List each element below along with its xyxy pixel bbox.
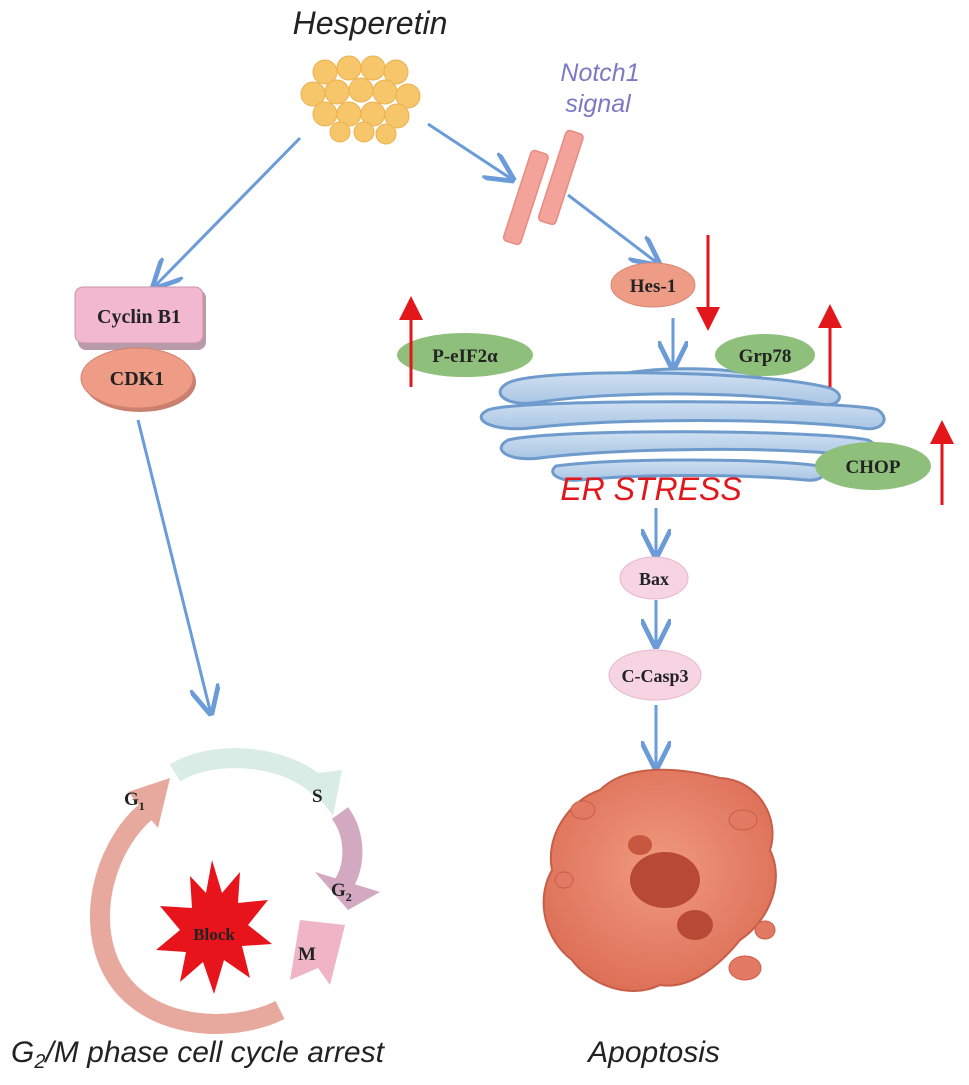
arrow-cdk1-to-cell-cycle	[136, 419, 210, 710]
notch-receptor-icon	[502, 129, 584, 246]
hesperetin-label: Hesperetin	[293, 5, 448, 41]
arrow-hesperetin-to-cyclin	[156, 136, 302, 285]
cell-cycle-diagram: Block G1 S G2 M	[89, 748, 380, 1034]
grp78-label: Grp78	[739, 346, 792, 367]
chop-node: CHOP	[815, 442, 931, 490]
ccasp3-node: C-Casp3	[608, 649, 702, 701]
block-label: Block	[193, 925, 235, 944]
m-label: M	[298, 944, 316, 965]
apoptosis-label: Apoptosis	[586, 1036, 720, 1069]
cdk1-oval	[80, 347, 194, 409]
notch1-label: Notch1	[560, 59, 639, 87]
chop-label: CHOP	[846, 457, 901, 478]
ccasp3-label: C-Casp3	[621, 666, 688, 686]
er-stress-label: ER STRESS	[560, 471, 741, 507]
s-label: S	[312, 786, 323, 807]
g2-label: G2	[331, 880, 352, 904]
cyclin-b1-box	[74, 286, 204, 344]
peif2a-node: P-eIF2α	[397, 333, 533, 377]
hesperetin-molecule-icon	[300, 55, 421, 145]
g1-label: G1	[124, 789, 145, 813]
cdk1-label: CDK1	[110, 368, 164, 390]
cell-cycle-arrest-label: G2/M phase cell cycle arrest	[11, 1036, 386, 1073]
g2-arrowhead-icon	[315, 872, 380, 910]
bax-label: Bax	[639, 569, 669, 589]
arrow-hesperetin-to-notch	[427, 122, 510, 178]
m-arrow-icon	[290, 920, 345, 985]
g1-arc	[89, 802, 285, 1034]
s-arrowhead-icon	[302, 770, 342, 816]
apoptotic-cell-icon	[542, 768, 777, 992]
cyclin-cdk-complex: Cyclin B1 CDK1	[74, 286, 206, 412]
peif2a-label: P-eIF2α	[432, 346, 498, 367]
block-star-icon	[156, 860, 272, 994]
hes1-node: Hes-1	[610, 262, 696, 308]
arrow-notch-to-hes1	[567, 193, 656, 262]
bax-node: Bax	[619, 556, 689, 600]
endoplasmic-reticulum-icon	[479, 367, 886, 482]
grp78-node: Grp78	[715, 334, 815, 376]
g2-arc	[331, 807, 363, 891]
pathway-arrows	[136, 122, 673, 765]
s-arc	[169, 748, 330, 798]
g1-arrowhead-icon	[128, 778, 170, 828]
notch1-signal-label: signal	[565, 90, 632, 118]
hes1-label: Hes-1	[630, 276, 676, 297]
cyclin-b1-label: Cyclin B1	[97, 306, 181, 328]
